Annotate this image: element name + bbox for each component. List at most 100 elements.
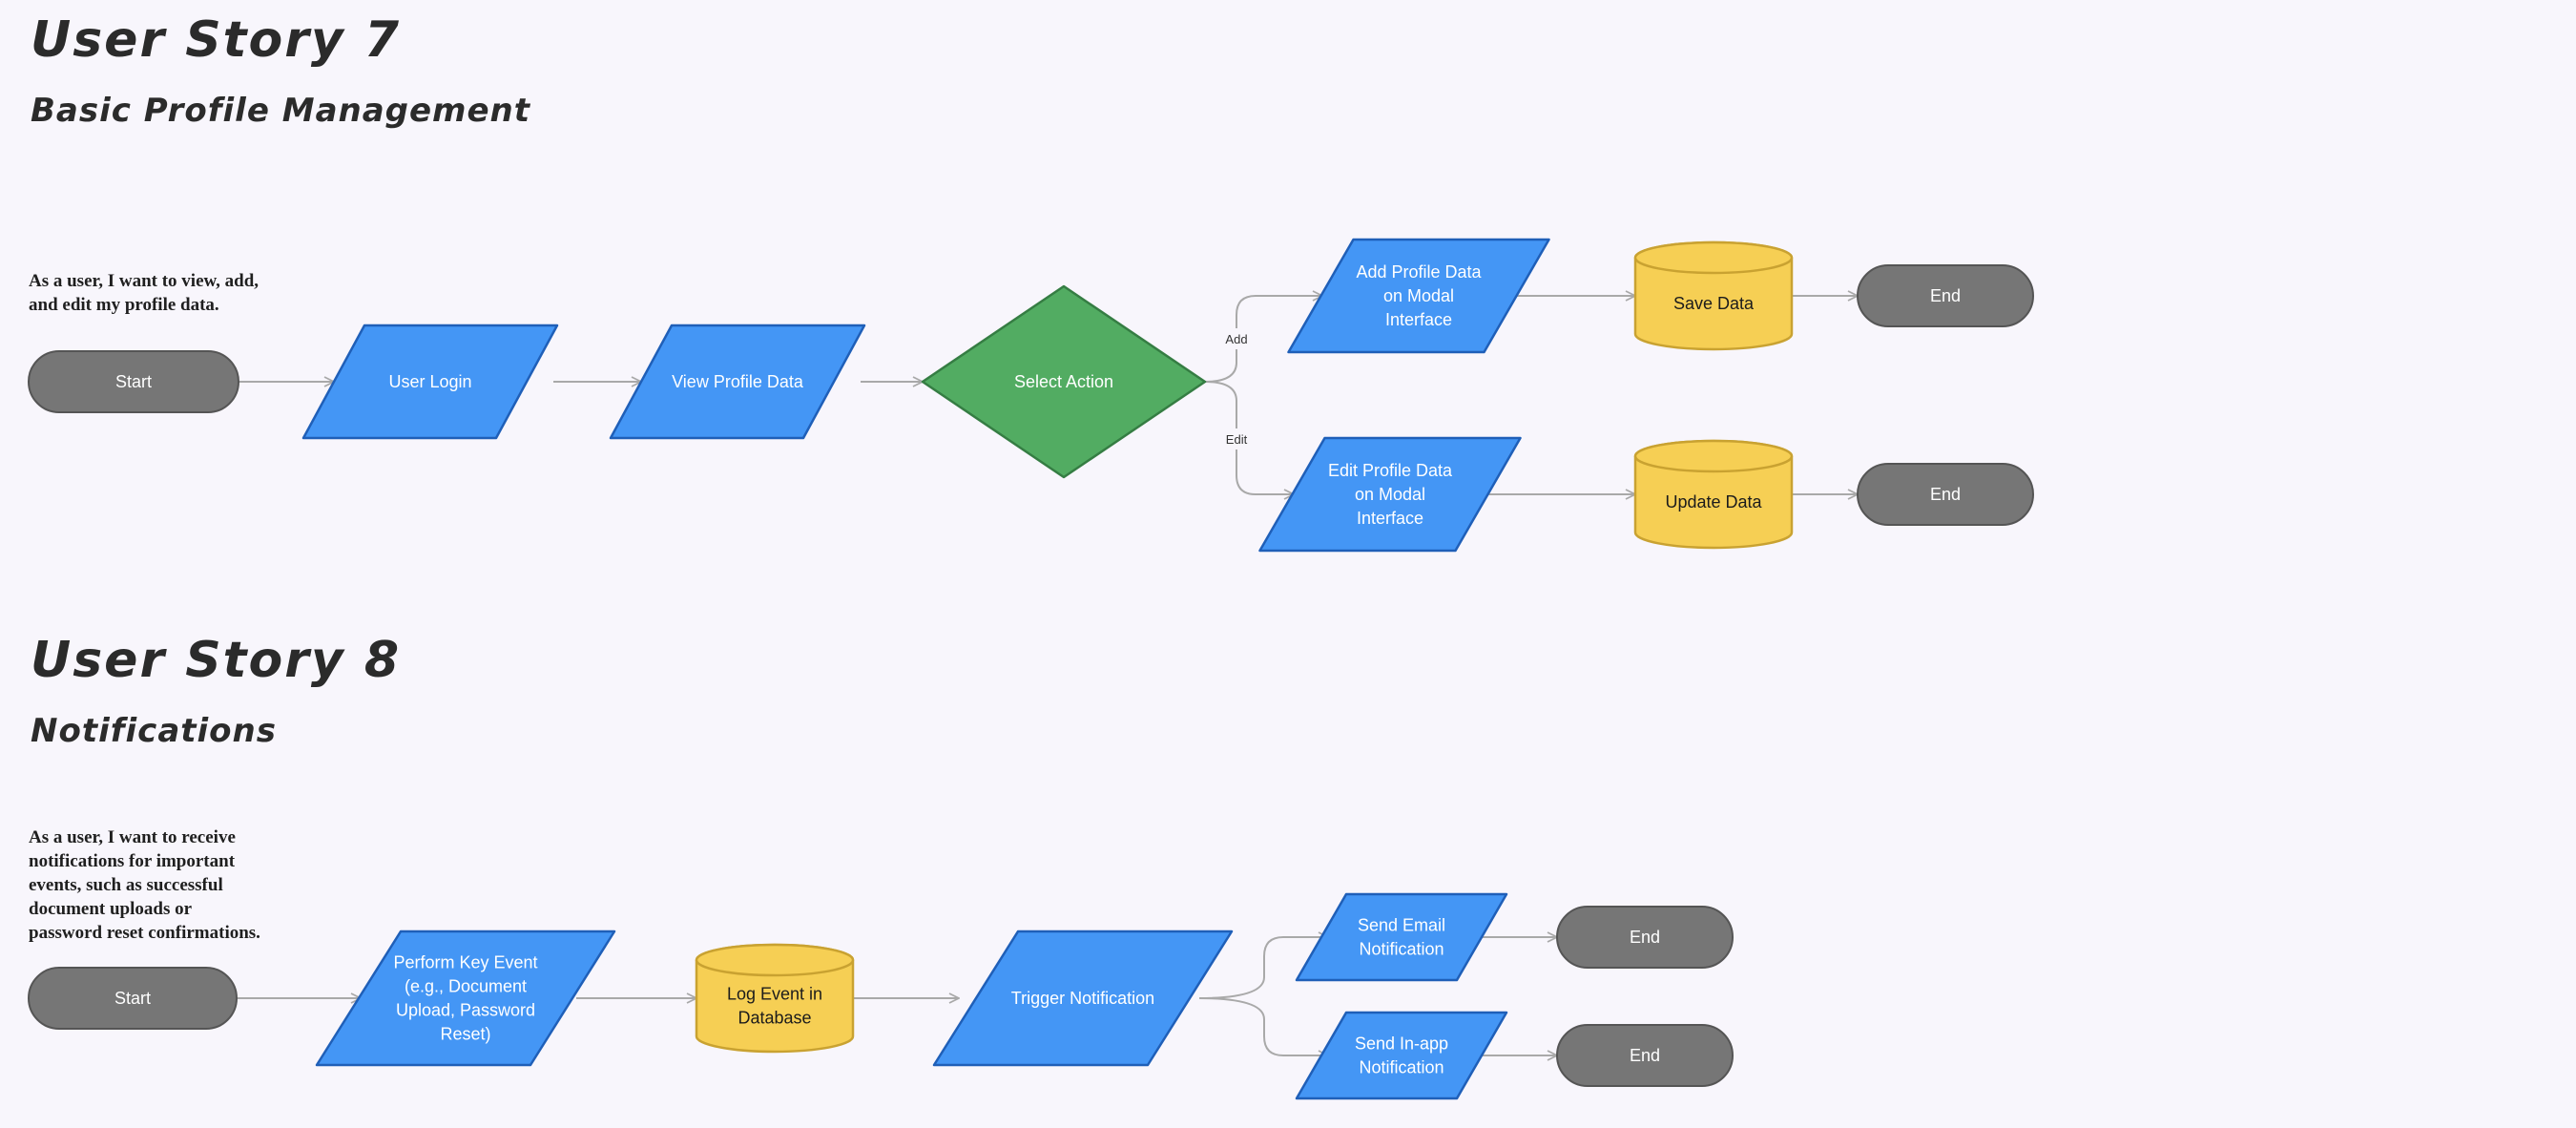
node-label-line: Send Email [1358, 916, 1445, 935]
story7-update-data-node[interactable]: Update Data [1633, 439, 1794, 550]
story7-description-line: As a user, I want to view, add, [29, 271, 260, 291]
connector-arrow-edit [1204, 381, 1294, 494]
story7-subtitle: Basic Profile Management [31, 92, 531, 130]
node-label-line: User Login [388, 372, 471, 391]
node-label: End [1630, 1046, 1660, 1065]
terminal-shape [28, 350, 239, 413]
node-label-line: Perform Key Event [393, 953, 537, 972]
node-label-line: on Modal [1383, 286, 1454, 305]
story7-end-bottom-node[interactable]: End [1857, 463, 2034, 526]
story8-description-line: password reset confirmations. [29, 923, 260, 943]
node-label: View Profile Data [672, 372, 804, 391]
story7-save-data-node[interactable]: Save Data [1633, 240, 1794, 351]
node-label-line: Select Action [1014, 372, 1113, 391]
node-label: User Login [388, 372, 471, 391]
node-label-line: Notification [1359, 1058, 1444, 1077]
story8-end-top-node[interactable]: End [1556, 906, 1734, 969]
node-label-line: Database [737, 1009, 811, 1028]
story7-description-line: and edit my profile data. [29, 295, 219, 315]
io-shape [1258, 436, 1522, 553]
story8-end-bottom-node[interactable]: End [1556, 1024, 1734, 1087]
io-shape [1295, 892, 1508, 982]
terminal-shape [1556, 906, 1734, 969]
io-shape [1287, 238, 1550, 354]
connector-arrow-inapp [1198, 997, 1328, 1055]
story8-subtitle: Notifications [31, 712, 277, 750]
story7-start-node[interactable]: Start [28, 350, 239, 413]
story8-title: User Story 8 [31, 632, 402, 689]
node-label-line: Start [114, 989, 151, 1008]
story7-end-top-node[interactable]: End [1857, 264, 2034, 327]
node-label-line: Save Data [1673, 294, 1755, 313]
database-top [695, 943, 855, 977]
terminal-shape [1857, 264, 2034, 327]
story8-description-line: events, such as successful [29, 875, 223, 895]
decision-shape [921, 284, 1207, 479]
story8-description: As a user, I want to receive notificatio… [29, 825, 260, 945]
story7-view-profile-node[interactable]: View Profile Data [609, 324, 866, 440]
node-label-line: Add Profile Data [1356, 262, 1482, 282]
io-shape [609, 324, 866, 440]
node-label: Start [114, 989, 151, 1008]
node-label: Trigger Notification [1011, 989, 1154, 1008]
edge-label-add: Add [1225, 332, 1247, 346]
node-label-line: End [1930, 485, 1961, 504]
story8-description-line: document uploads or [29, 899, 193, 919]
node-label: End [1630, 928, 1660, 947]
node-label-line: Interface [1357, 509, 1423, 528]
io-shape [301, 324, 559, 440]
database-top [1633, 240, 1794, 275]
node-label-line: View Profile Data [672, 372, 804, 391]
edge-label-bg [1220, 328, 1253, 349]
node-label: Log Event in Database [727, 985, 822, 1028]
node-label-line: Trigger Notification [1011, 989, 1154, 1008]
story8-description-line: As a user, I want to receive [29, 827, 236, 847]
story7-description: As a user, I want to view, add, and edit… [29, 269, 259, 317]
story8-log-event-node[interactable]: Log Event in Database [695, 943, 855, 1054]
terminal-shape [1857, 463, 2034, 526]
io-shape [932, 930, 1234, 1067]
terminal-shape [28, 967, 238, 1030]
story8-trigger-notification-node[interactable]: Trigger Notification [932, 930, 1234, 1067]
node-label-line: Reset) [440, 1025, 490, 1044]
story7-user-login-node[interactable]: User Login [301, 324, 559, 440]
connector-arrow-email [1198, 937, 1328, 999]
node-label-line: on Modal [1355, 485, 1425, 504]
story8-description-line: notifications for important [29, 851, 236, 871]
node-label-line: Log Event in [727, 985, 822, 1004]
io-shape [1295, 1011, 1508, 1100]
terminal-shape [1556, 1024, 1734, 1087]
node-label: End [1930, 485, 1961, 504]
node-label-line: (e.g., Document [405, 977, 527, 996]
node-label: Save Data [1673, 294, 1755, 313]
node-label-line: End [1630, 928, 1660, 947]
edge-label-bg [1220, 428, 1253, 449]
node-label: Update Data [1665, 492, 1762, 512]
node-layer: Start User Login View Profile Data Select A… [28, 238, 2034, 1100]
node-label: Select Action [1014, 372, 1113, 391]
node-label-line: Update Data [1665, 492, 1762, 512]
io-shape [315, 930, 616, 1067]
story8-start-node[interactable]: Start [28, 967, 238, 1030]
node-label-line: Notification [1359, 940, 1444, 959]
database-top [1633, 439, 1794, 473]
node-label-line: Interface [1385, 310, 1452, 329]
edge-label-edit: Edit [1226, 432, 1248, 447]
node-label-line: Start [115, 372, 152, 391]
node-label: Start [115, 372, 152, 391]
story7-select-action-node[interactable]: Select Action [921, 284, 1207, 479]
node-label-line: Edit Profile Data [1328, 461, 1453, 480]
node-label-line: End [1630, 1046, 1660, 1065]
